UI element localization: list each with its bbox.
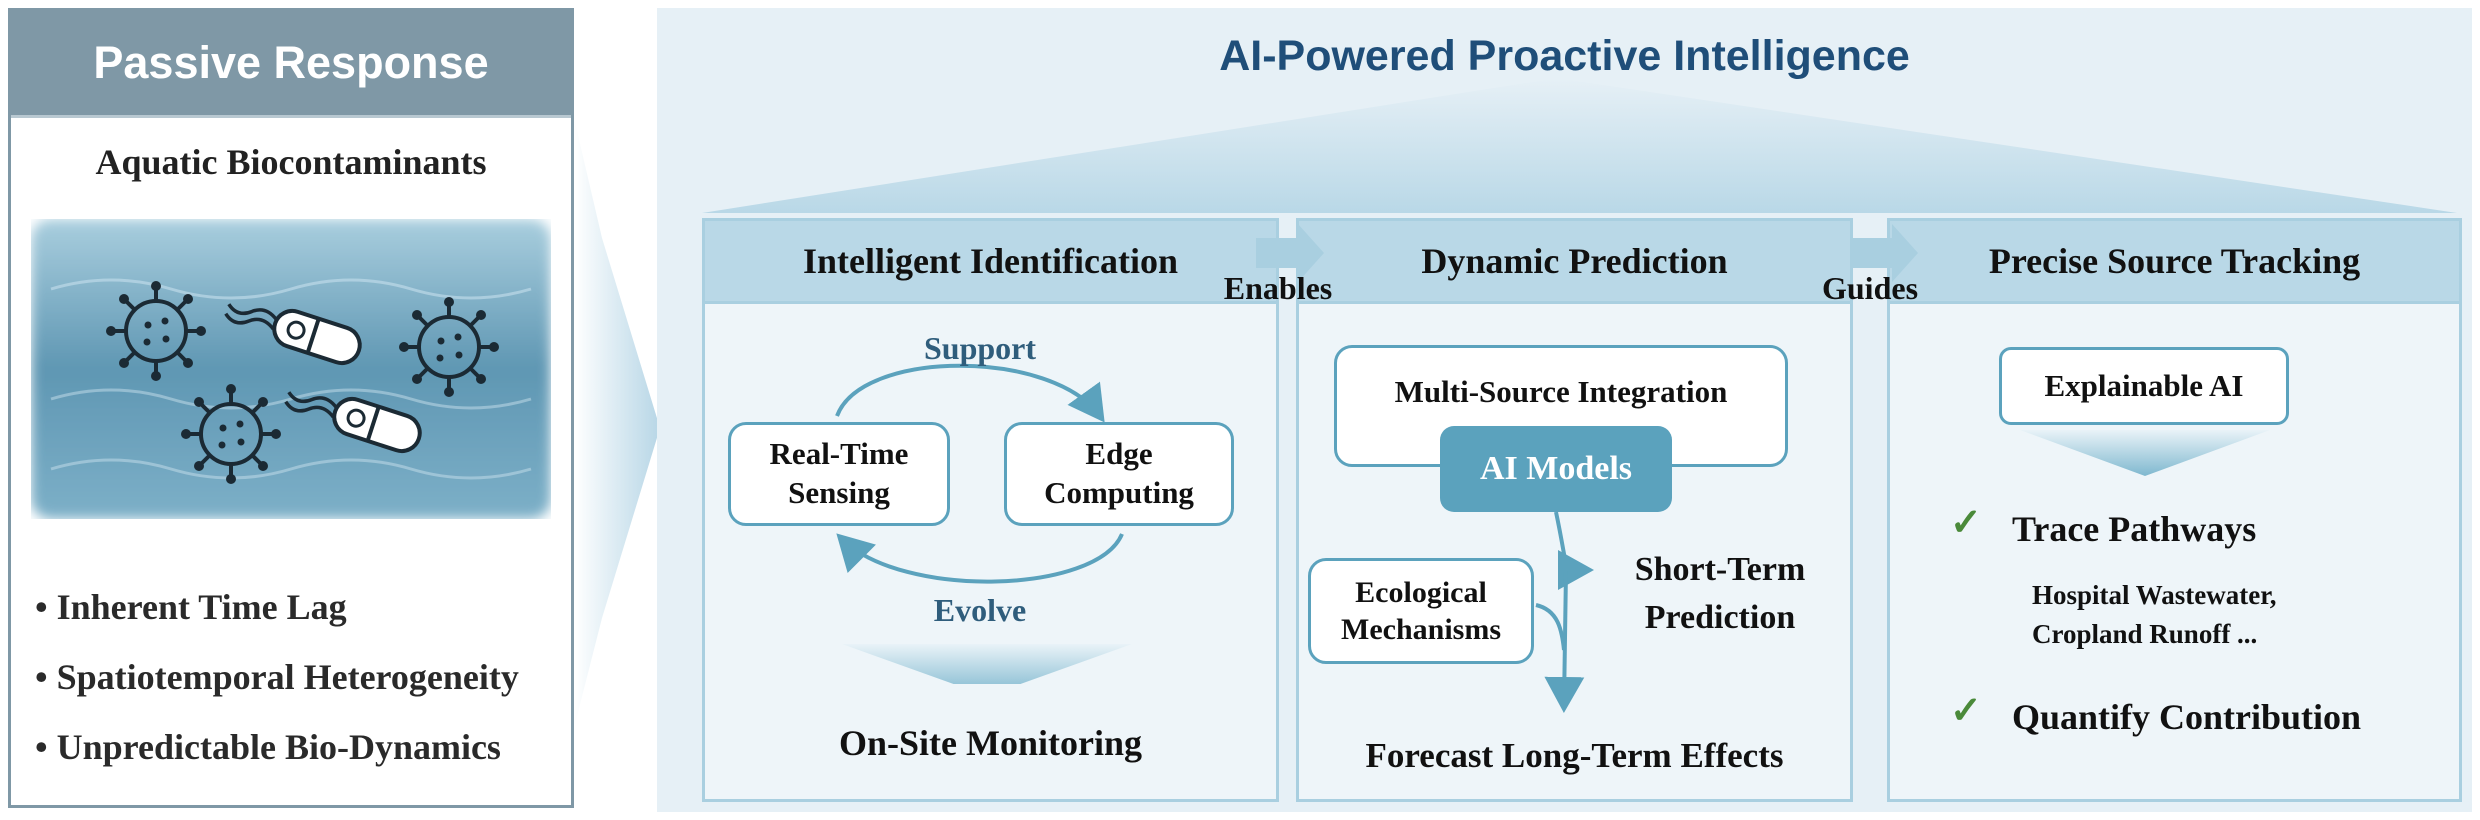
support-label: Support — [923, 330, 1037, 366]
prediction-flow-arrows — [1535, 511, 1594, 713]
support-evolve-cycle — [835, 363, 1132, 684]
passive-response-panel: Passive Response Aquatic Biocontaminants — [8, 8, 574, 808]
edge-line1: Edge — [1085, 436, 1153, 472]
enables-arrow — [1256, 224, 1324, 282]
short-term-prediction-label: Short-Term Prediction — [1600, 546, 1840, 641]
explainable-down-arrow — [2020, 430, 2270, 476]
transition-arrow — [574, 118, 660, 728]
short-line1: Short-Term — [1634, 551, 1806, 588]
guides-label: Guides — [1821, 270, 1919, 306]
bullet-heterogeneity: • Spatiotemporal Heterogeneity — [35, 657, 519, 697]
guides-arrow — [1850, 224, 1918, 282]
explainable-ai-box: Explainable AI — [1999, 347, 2289, 425]
roof-shape — [702, 78, 2457, 213]
tracking-header: Precise Source Tracking — [1887, 218, 2462, 304]
prediction-header: Dynamic Prediction — [1296, 218, 1853, 304]
sources-line2: Cropland Runoff ... — [2032, 619, 2258, 650]
eco-line2: Mechanisms — [1341, 613, 1501, 646]
pathway-sources: Hospital Wastewater, Cropland Runoff ... — [2032, 576, 2277, 654]
aquatic-biocontaminants-illustration — [31, 219, 551, 519]
edge-line2: Computing — [1044, 475, 1194, 510]
forecast-long-term-label: Forecast Long-Term Effects — [1365, 736, 1784, 775]
identification-header: Intelligent Identification — [702, 218, 1279, 304]
check-icon: ✓ — [1950, 690, 1982, 732]
passive-response-header: Passive Response — [11, 11, 571, 118]
aquatic-biocontaminants-title: Aquatic Biocontaminants — [95, 142, 487, 182]
main-title: AI-Powered Proactive Intelligence — [1219, 32, 1910, 80]
trace-pathways-label: Trace Pathways — [2012, 509, 2257, 549]
sensing-line1: Real-Time — [769, 436, 909, 472]
eco-line1: Ecological — [1355, 575, 1487, 609]
bullet-bio-dynamics: • Unpredictable Bio-Dynamics — [35, 727, 501, 767]
evolve-label: Evolve — [933, 592, 1027, 628]
check-icon: ✓ — [1950, 502, 1982, 544]
on-site-monitoring-label: On-Site Monitoring — [839, 723, 1142, 763]
ai-models-box: AI Models — [1440, 426, 1672, 512]
quantify-contribution-label: Quantify Contribution — [2012, 697, 2362, 737]
sensing-line2: Sensing — [788, 475, 890, 510]
enables-label: Enables — [1223, 270, 1333, 306]
sources-line1: Hospital Wastewater, — [2032, 580, 2277, 610]
bullet-time-lag: • Inherent Time Lag — [35, 587, 347, 627]
short-line2: Prediction — [1644, 598, 1796, 636]
